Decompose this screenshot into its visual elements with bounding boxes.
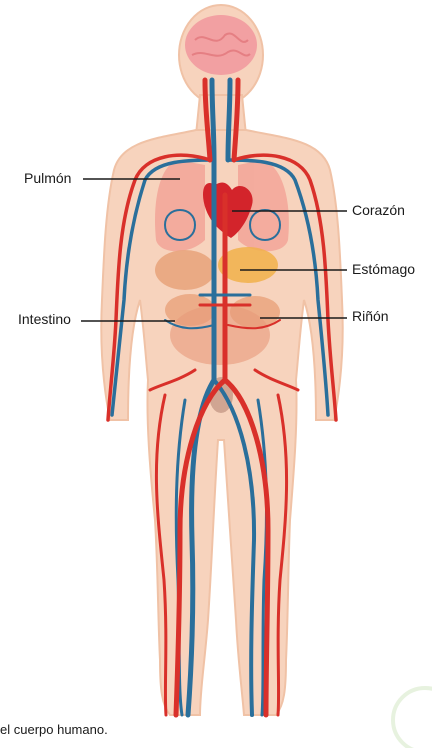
label-heart: Corazón <box>352 202 405 218</box>
label-lung: Pulmón <box>24 170 71 186</box>
watermark-logo <box>393 688 432 748</box>
label-intestine: Intestino <box>18 311 71 327</box>
caption: el cuerpo humano. <box>0 722 108 737</box>
label-kidney: Riñón <box>352 308 389 324</box>
brain <box>185 15 257 75</box>
label-stomach: Estómago <box>352 261 415 277</box>
